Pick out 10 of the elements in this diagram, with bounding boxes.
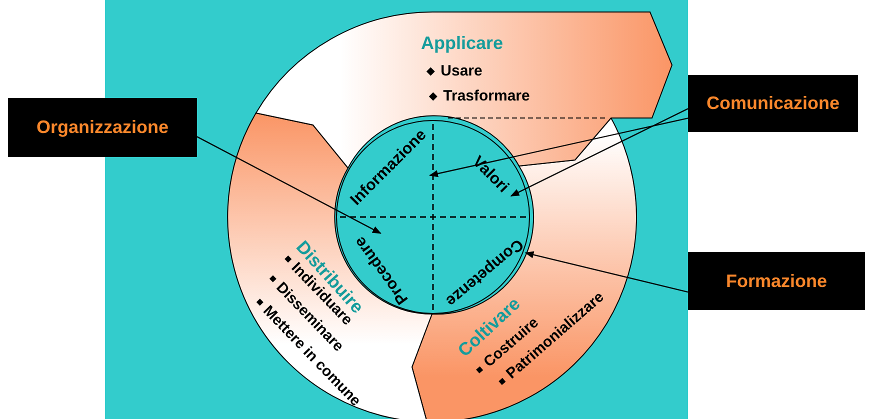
bullet-item: Trasformare	[443, 88, 530, 104]
arrow	[428, 118, 688, 178]
arrow	[196, 136, 382, 234]
segment-heading: Applicare	[420, 34, 504, 52]
label-box: Comunicazione	[688, 75, 858, 132]
arrow	[510, 108, 688, 196]
label-box: Organizzazione	[8, 98, 197, 157]
bullet-item: Usare	[440, 64, 482, 78]
arrow	[524, 251, 688, 293]
label-box: Formazione	[688, 252, 865, 310]
